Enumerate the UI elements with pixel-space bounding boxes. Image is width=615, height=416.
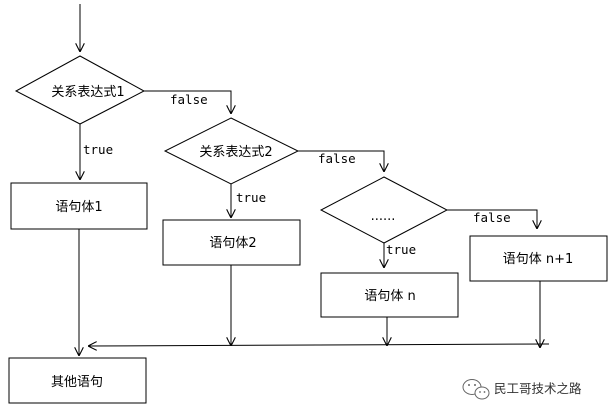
true-1-label: true	[83, 142, 113, 157]
false-1-arrow	[144, 90, 231, 114]
wechat-icon	[462, 379, 490, 400]
other-statement-label: 其他语句	[51, 375, 103, 390]
true-2-label: true	[236, 190, 266, 205]
false-2-label: false	[318, 151, 356, 166]
statement-box-1	[10, 182, 148, 230]
statement-box-2	[162, 219, 301, 266]
decision-1-label: 关系表达式1	[51, 85, 124, 100]
statement-n-label: 语句体 n	[364, 289, 415, 304]
statement-2-label: 语句体2	[209, 236, 256, 251]
false-3-label: false	[473, 210, 511, 225]
true-3-label: true	[386, 242, 416, 257]
statement-box-n-plus-1	[469, 235, 608, 282]
decision-3-label: ......	[371, 209, 396, 224]
decision-2-label: 关系表达式2	[199, 145, 272, 160]
statement-n-plus-1-label: 语句体 n+1	[503, 252, 574, 267]
statement-box-n	[320, 272, 459, 318]
other-statement-box	[8, 357, 147, 404]
false-2-arrow	[298, 150, 384, 172]
merge-arrow	[88, 344, 550, 346]
false-1-label: false	[170, 92, 208, 107]
statement-1-label: 语句体1	[55, 200, 102, 215]
false-3-arrow	[447, 209, 537, 229]
watermark-text: 民工哥技术之路	[494, 381, 582, 396]
